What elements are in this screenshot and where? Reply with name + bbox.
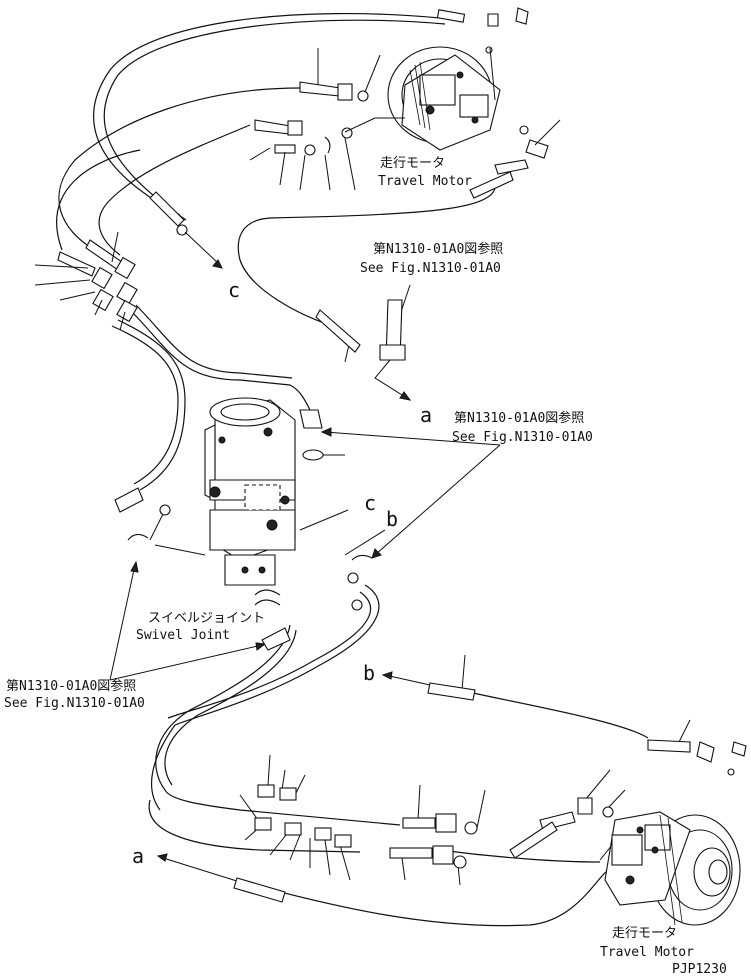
travel-motor-bottom-jp-label: 走行モータ xyxy=(612,926,677,941)
swivel-joint-jp-label: スイベルジョイント xyxy=(148,611,265,626)
hose-lines xyxy=(56,12,649,927)
see-fig-3-en-label: See Fig.N1310-01A0 xyxy=(4,696,145,711)
leader-lines xyxy=(34,47,691,886)
drawing-number: PJP1230 xyxy=(672,962,727,977)
ref-b-swivel: b xyxy=(386,507,398,531)
ref-a-mid: a xyxy=(420,403,432,427)
travel-motor-bottom-en-label: Travel Motor xyxy=(600,945,694,960)
ref-c-upper: c xyxy=(228,278,240,302)
see-fig-2-jp-label: 第N1310-01A0図参照 xyxy=(454,410,584,426)
see-fig-1-en-label: See Fig.N1310-01A0 xyxy=(360,261,501,276)
swivel-joint xyxy=(114,397,373,651)
swivel-joint-en-label: Swivel Joint xyxy=(136,628,230,643)
see-fig-1-jp-label: 第N1310-01A0図参照 xyxy=(373,241,503,257)
travel-motor-top xyxy=(387,46,501,151)
travel-motor-top-en-label: Travel Motor xyxy=(378,174,472,189)
top-fittings xyxy=(254,7,549,199)
left-fittings xyxy=(57,191,188,323)
see-fig-2-en-label: See Fig.N1310-01A0 xyxy=(452,430,593,445)
ref-b-lower: b xyxy=(363,661,375,685)
ref-a-lower: a xyxy=(132,844,144,868)
see-fig-3-jp-label: 第N1310-01A0図参照 xyxy=(6,678,136,694)
travel-motor-top-jp-label: 走行モータ xyxy=(380,156,445,171)
bracket-part xyxy=(315,299,406,361)
travel-motor-bottom xyxy=(604,811,741,926)
ref-c-swivel: c xyxy=(364,491,376,515)
lower-fittings xyxy=(233,682,747,903)
